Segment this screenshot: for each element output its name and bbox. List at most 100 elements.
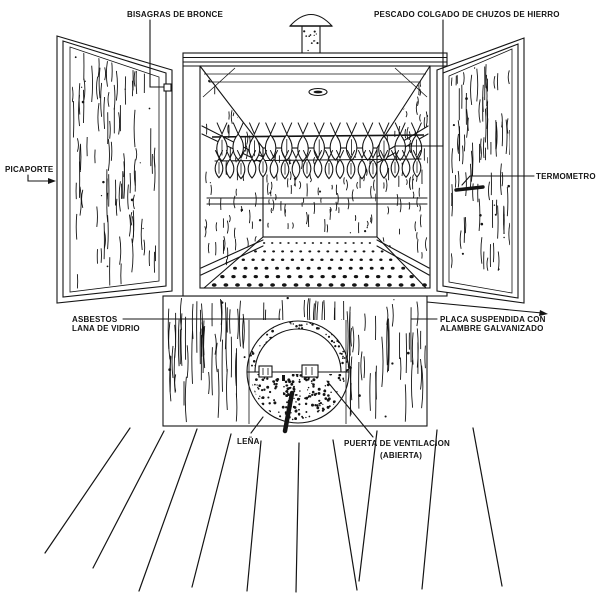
fish-tail (379, 149, 389, 160)
stipple-dot (315, 33, 317, 35)
plate-hole (242, 274, 247, 279)
grain-stroke (457, 170, 460, 188)
grain-stroke (227, 124, 229, 134)
grain-dot (465, 97, 468, 100)
label-picaporte: PICAPORTE (5, 165, 56, 184)
grain-dot (74, 56, 77, 59)
pescado-leader (395, 19, 444, 147)
grain-stroke (233, 227, 236, 239)
fish-row-lower (214, 149, 422, 180)
stipple-dot (295, 393, 298, 396)
grain-dot (391, 362, 394, 365)
stipple-dot (317, 391, 321, 395)
fish-tail (357, 149, 367, 160)
stipple-dot (295, 401, 297, 403)
grain-stroke (405, 111, 408, 118)
stipple-dot (285, 394, 289, 398)
firebox-base (162, 295, 428, 434)
stipple-dot (295, 325, 298, 328)
lena-text: LEÑA (237, 437, 260, 446)
opening-inner-ring (254, 328, 342, 373)
chimney-cap (288, 13, 334, 27)
left-door (56, 35, 173, 304)
stipple-dot (327, 394, 330, 397)
grain-stroke (350, 356, 353, 401)
fish-tail (291, 149, 301, 160)
stipple-dot (330, 391, 332, 394)
ground-line (295, 442, 300, 593)
plate-hole (233, 266, 237, 270)
grain-stroke (351, 189, 354, 202)
plate-hole (253, 274, 258, 279)
left-door-panel-edge (69, 46, 160, 293)
stipple-dot (309, 34, 312, 36)
stipple-dot (257, 387, 260, 390)
grain-dot (493, 204, 496, 206)
grain-dot (393, 299, 395, 301)
plate-hole (309, 274, 314, 279)
plate-hole (410, 283, 416, 287)
stipple-dot (331, 333, 333, 336)
grain-stroke (100, 82, 103, 117)
stipple-dot (261, 396, 265, 400)
fish-tail (280, 149, 290, 160)
grain-stroke (226, 247, 229, 260)
stipple-dot (302, 416, 304, 419)
grain-stroke (107, 215, 109, 250)
stipple-dot (276, 380, 279, 382)
grain-stroke (204, 226, 207, 238)
fish-tail (297, 122, 309, 136)
stipple-dot (312, 385, 315, 388)
grain-stroke (476, 68, 479, 102)
grain-stroke (123, 161, 126, 199)
grain-stroke (366, 220, 369, 227)
stipple-dot (287, 392, 289, 394)
grain-stroke (215, 342, 218, 373)
grain-stroke (130, 211, 133, 226)
plate-hole (369, 258, 373, 262)
fish-tail (269, 149, 279, 160)
stipple-dot (295, 374, 299, 376)
grain-stroke (309, 298, 311, 324)
stipple-dot (305, 416, 307, 419)
grain-stroke (201, 303, 203, 348)
plate-hole (352, 242, 355, 244)
stipple-dot (323, 389, 327, 393)
grain-stroke (131, 238, 134, 273)
grain-stroke (352, 326, 355, 353)
grain-stroke (451, 253, 453, 269)
stipple-dot (298, 379, 301, 381)
grain-stroke (226, 220, 229, 234)
grain-stroke (107, 91, 110, 107)
plate-hole (320, 274, 325, 279)
grain-stroke (140, 218, 143, 251)
stipple-dot (286, 401, 289, 404)
grain-stroke (416, 301, 419, 327)
plate-hole (296, 266, 301, 270)
stipple-dot (291, 418, 294, 421)
stipple-dot (257, 397, 260, 400)
grain-stroke (369, 373, 371, 411)
stipple-dot (255, 378, 258, 381)
label-placa: PLACA SUSPENDIDA CON ALAMBRE GALVANIZADO (410, 301, 548, 333)
stipple-dot (288, 386, 291, 390)
stipple-dot (315, 392, 318, 395)
grain-stroke (105, 60, 108, 87)
stipple-dot (273, 401, 277, 405)
stipple-dot (325, 333, 327, 336)
grain-dot (286, 297, 289, 300)
grain-stroke (346, 311, 349, 362)
grain-stroke (113, 84, 116, 110)
stipple-dot (327, 335, 331, 338)
grain-stroke (451, 148, 454, 174)
stipple-dot (285, 406, 288, 409)
stipple-dot (290, 323, 292, 325)
stipple-dot (294, 417, 298, 421)
plate-hole (348, 266, 353, 270)
plate-hole (316, 283, 322, 287)
plate-hole (251, 258, 255, 262)
grain-stroke (406, 179, 408, 186)
placa-text-2: ALAMBRE GALVANIZADO (440, 324, 544, 333)
grain-stroke (270, 181, 273, 190)
